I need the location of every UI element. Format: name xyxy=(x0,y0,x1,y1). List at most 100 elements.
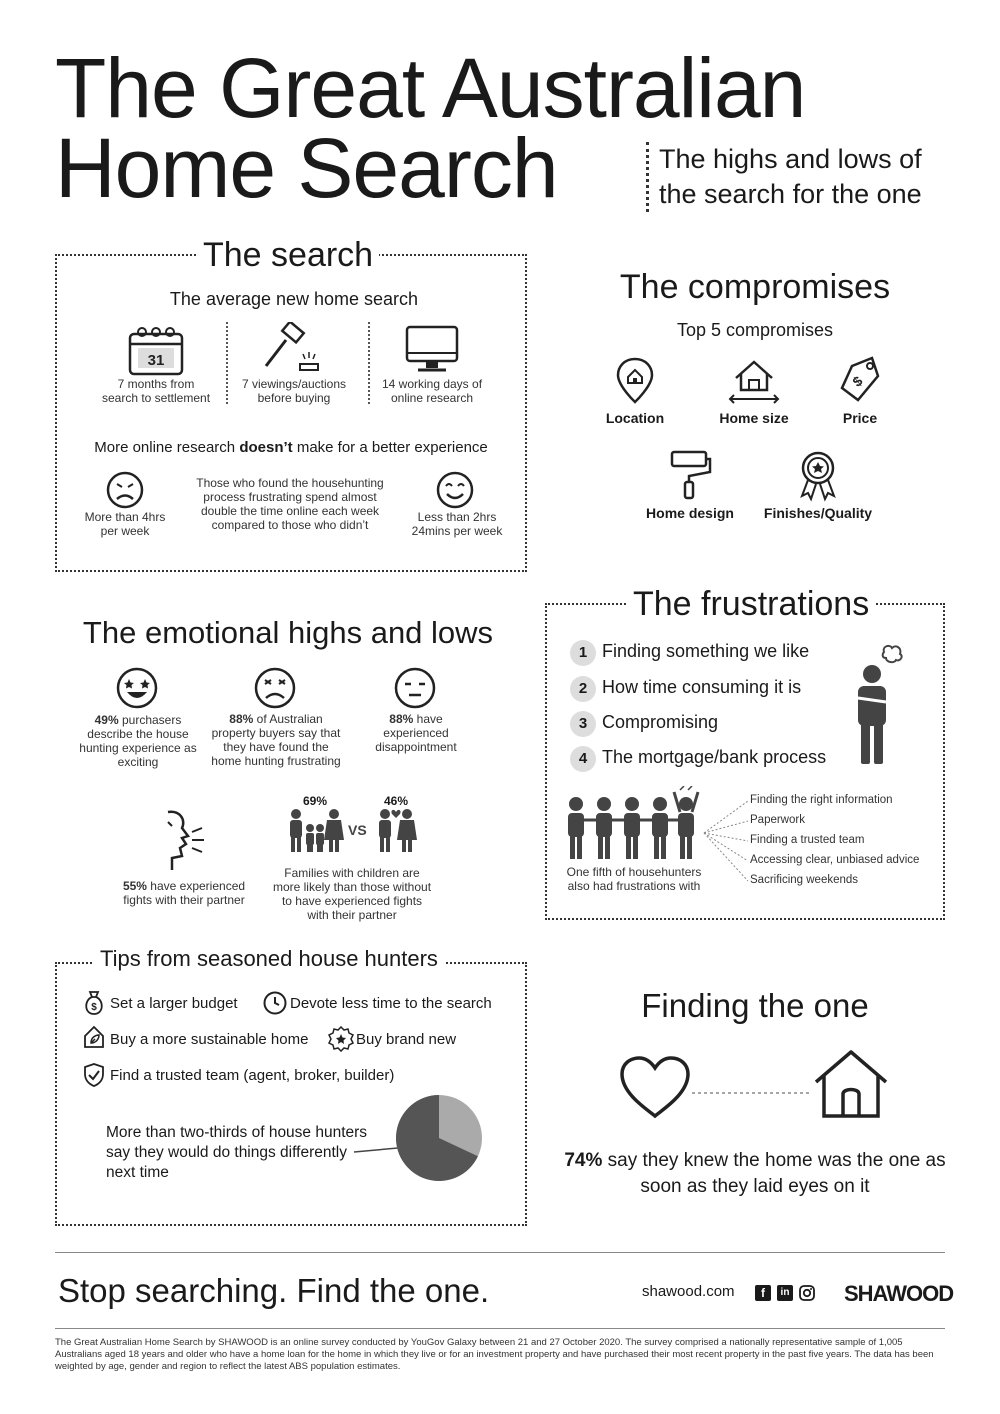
sad-face-icon xyxy=(106,471,144,509)
tips-title: Tips from seasoned house hunters xyxy=(94,946,444,972)
family-caption: Families with children are more likely t… xyxy=(272,866,432,922)
compromise-home-design: Home design xyxy=(646,505,734,521)
linkedin-icon[interactable]: in xyxy=(777,1285,793,1301)
other-frustration: Accessing clear, unbiased advice xyxy=(750,854,920,866)
price-tag-icon: $ xyxy=(840,356,880,402)
frustration-item: 1 Finding something we like xyxy=(570,640,809,666)
calendar-icon: 31 xyxy=(128,327,184,376)
stat1-text: purchasers describe the house hunting ex… xyxy=(79,713,197,769)
divider xyxy=(368,322,370,404)
facebook-icon[interactable]: f xyxy=(755,1285,771,1301)
happy-face-icon xyxy=(436,471,474,509)
vs-label: VS xyxy=(348,822,367,838)
stat4-pct: 55% xyxy=(122,879,147,893)
title-line-1: The Great Australian xyxy=(55,41,806,135)
pie-caption: More than two-thirds of house hunters sa… xyxy=(106,1124,368,1181)
other-frustration: Sacrificing weekends xyxy=(750,874,859,886)
tip-trusted-team: Find a trusted team (agent, broker, buil… xyxy=(110,1067,395,1084)
other-frustration: Paperwork xyxy=(750,814,805,826)
svg-text:$: $ xyxy=(91,1002,97,1013)
emotional-stat-fights: 55% have experienced fights with their p… xyxy=(118,879,250,907)
connector-lines xyxy=(703,800,749,882)
footer-tagline: Stop searching. Find the one. xyxy=(58,1272,490,1309)
frustration-group-caption: One fifth of househunters also had frust… xyxy=(566,865,702,893)
frustration-number: 4 xyxy=(570,746,596,772)
stat3-text: have experienced disappointment xyxy=(375,712,457,754)
instagram-icon[interactable] xyxy=(799,1285,815,1301)
pie-connector xyxy=(354,1147,398,1153)
stat2-text: of Australian property buyers say that t… xyxy=(211,712,341,768)
frustration-item: 4 The mortgage/bank process xyxy=(570,746,826,772)
excited-face-icon xyxy=(116,667,158,709)
compromise-price: Price xyxy=(842,410,878,426)
divider xyxy=(226,322,228,404)
other-frustration: Finding a trusted team xyxy=(750,834,865,846)
disappointed-face-icon xyxy=(394,667,436,709)
shouting-head-icon xyxy=(167,810,204,870)
group-people-icon xyxy=(568,786,700,859)
emotional-stat-frustrated: 88% of Australian property buyers say th… xyxy=(208,712,344,768)
finding-text: say they knew the home was the one as so… xyxy=(602,1150,946,1197)
online-heading-post: make for a better experience xyxy=(292,439,488,456)
frustrated-face-icon xyxy=(254,667,296,709)
stat3-pct: 88% xyxy=(389,712,414,726)
clock-icon xyxy=(263,991,287,1015)
search-title: The search xyxy=(197,236,380,275)
shield-check-icon xyxy=(84,1063,104,1087)
family-pct: 69% xyxy=(303,794,328,808)
frustration-label: The mortgage/bank process xyxy=(602,747,827,767)
emotional-stat-disappointed: 88% have experienced disappointment xyxy=(364,712,468,754)
house-icon xyxy=(814,1050,888,1118)
eco-home-icon xyxy=(84,1025,104,1048)
stat1-pct: 49% xyxy=(94,713,119,727)
nofamily-pct: 46% xyxy=(384,794,409,808)
pie-chart xyxy=(396,1095,482,1181)
finding-title: Finding the one xyxy=(641,987,869,1024)
compromise-finishes: Finishes/Quality xyxy=(763,505,873,521)
compromise-location: Location xyxy=(605,410,665,426)
compromises-title: The compromises xyxy=(619,268,891,306)
compromises-subtitle: Top 5 compromises xyxy=(676,320,834,340)
frustration-number: 2 xyxy=(570,676,596,702)
page-title: The Great Australian Home Search xyxy=(55,41,806,215)
tip-sustainable: Buy a more sustainable home xyxy=(110,1031,309,1048)
title-line-2: Home Search xyxy=(55,121,559,215)
search-right-caption: Less than 2hrs 24mins per week xyxy=(411,510,503,538)
paint-roller-icon xyxy=(670,450,712,500)
emotional-stat-excited: 49% purchasers describe the house huntin… xyxy=(78,713,198,769)
search-subtitle: The average new home search xyxy=(169,289,419,309)
pie-majority-slice xyxy=(396,1095,478,1181)
search-stat-viewings: 7 viewings/auctions before buying xyxy=(241,377,347,405)
search-middle-caption: Those who found the househunting process… xyxy=(196,476,384,532)
search-left-caption: More than 4hrs per week xyxy=(84,510,166,538)
frustrations-title: The frustrations xyxy=(627,585,876,624)
family-icon xyxy=(290,809,344,852)
compromise-home-size: Home size xyxy=(719,410,789,426)
website-link[interactable]: shawood.com xyxy=(642,1283,735,1300)
frustration-number: 3 xyxy=(570,711,596,737)
stat2-pct: 88% xyxy=(229,712,254,726)
location-pin-icon xyxy=(616,357,654,404)
frustration-number: 1 xyxy=(570,640,596,666)
other-frustration: Finding the right information xyxy=(750,794,893,806)
footer-rule-bottom xyxy=(55,1328,945,1329)
brand-logo: SHAWOOD xyxy=(844,1281,954,1306)
svg-text:$: $ xyxy=(849,372,865,389)
couple-icon xyxy=(379,809,417,852)
new-badge-icon xyxy=(328,1026,354,1052)
online-heading-bold: doesn’t xyxy=(239,439,293,456)
gavel-icon xyxy=(264,322,319,371)
heart-icon xyxy=(620,1056,690,1119)
tip-less-time: Devote less time to the search xyxy=(290,995,492,1012)
frustration-label: Compromising xyxy=(602,712,719,732)
frustration-label: Finding something we like xyxy=(602,641,810,661)
tip-brand-new: Buy brand new xyxy=(356,1031,457,1048)
calendar-day: 31 xyxy=(148,352,165,369)
home-size-icon xyxy=(728,360,780,404)
footer-disclaimer: The Great Australian Home Search by SHAW… xyxy=(55,1337,934,1372)
money-bag-icon: $ xyxy=(85,991,103,1015)
search-stat-research: 14 working days of online research xyxy=(381,377,483,405)
monitor-icon xyxy=(405,325,459,372)
footer-rule-top xyxy=(55,1252,945,1253)
